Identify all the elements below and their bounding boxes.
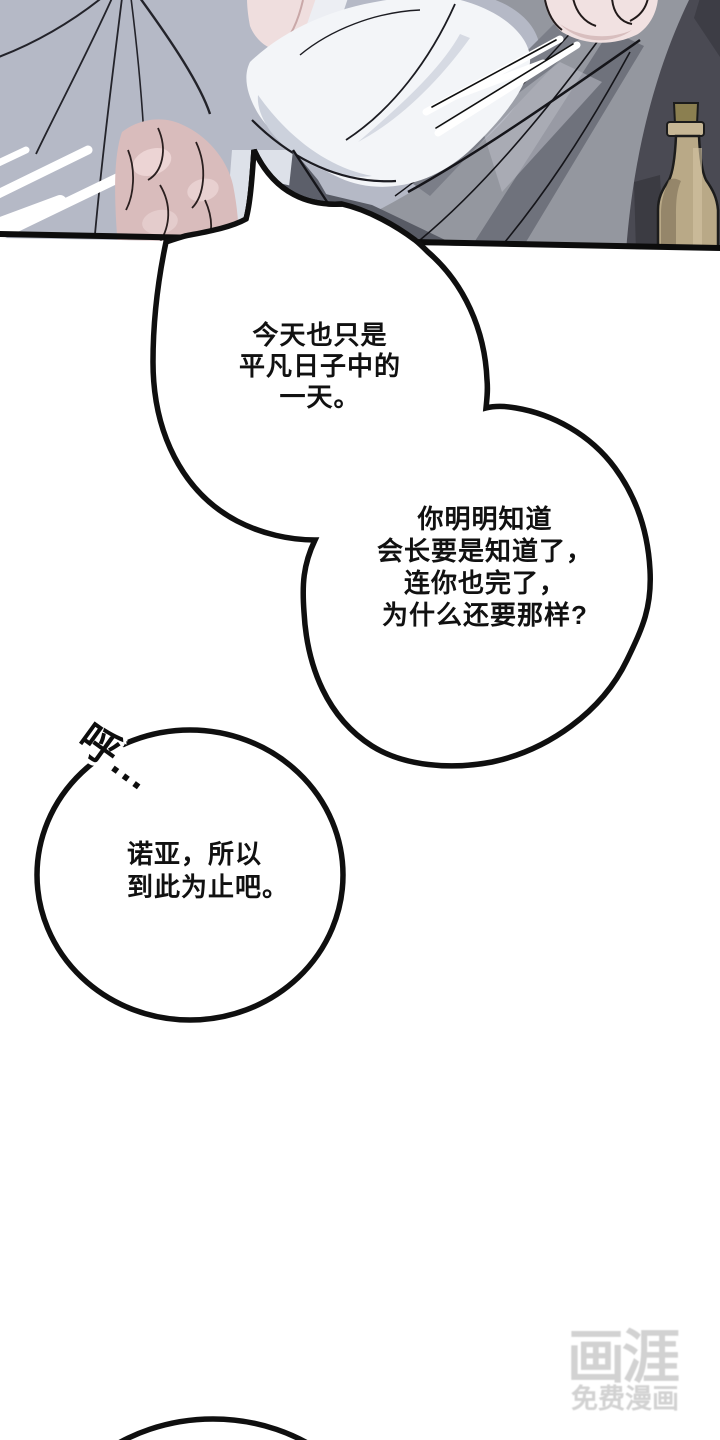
speech-bubble-3	[34, 727, 346, 1023]
bottle-lip	[666, 121, 705, 137]
bottle-cork	[672, 102, 700, 125]
speech-bubble-2-text: 你明明知道 会长要是知道了， 连你也完了， 为什么还要那样?	[320, 503, 650, 631]
fabric-fold-lines	[0, 0, 212, 235]
speed-lines	[422, 35, 581, 137]
speech-bubble-3-text: 诺亚，所以 到此为止吧。	[127, 838, 367, 904]
speech-line: 你明明知道	[417, 504, 553, 534]
fabric-highlights	[0, 145, 123, 239]
speech-bubble-tail	[243, 148, 343, 220]
speech-line: 诺亚，所以	[127, 839, 263, 869]
speech-line: 一天。	[279, 382, 361, 412]
bottle-shadow	[634, 175, 664, 250]
speech-line: 到此为止吧。	[127, 872, 290, 902]
watermark-tagline: 免费漫画	[571, 1384, 679, 1414]
gripping-hand	[544, 0, 658, 43]
speech-line: 连你也完了，	[403, 568, 566, 598]
speech-line: 今天也只是	[252, 320, 388, 350]
speech-line: 平凡日子中的	[238, 351, 401, 381]
speech-bubble-1-text: 今天也只是 平凡日子中的 一天。	[155, 320, 485, 413]
speech-line: 为什么还要那样?	[382, 600, 588, 630]
shirt-sleeve	[246, 0, 531, 187]
bottle	[634, 102, 720, 250]
watermark-logo: 画涯	[567, 1325, 680, 1390]
artwork-panel	[0, 0, 720, 250]
speech-line: 会长要是知道了，	[376, 536, 593, 566]
speech-bubble-4-partial	[118, 1416, 308, 1440]
